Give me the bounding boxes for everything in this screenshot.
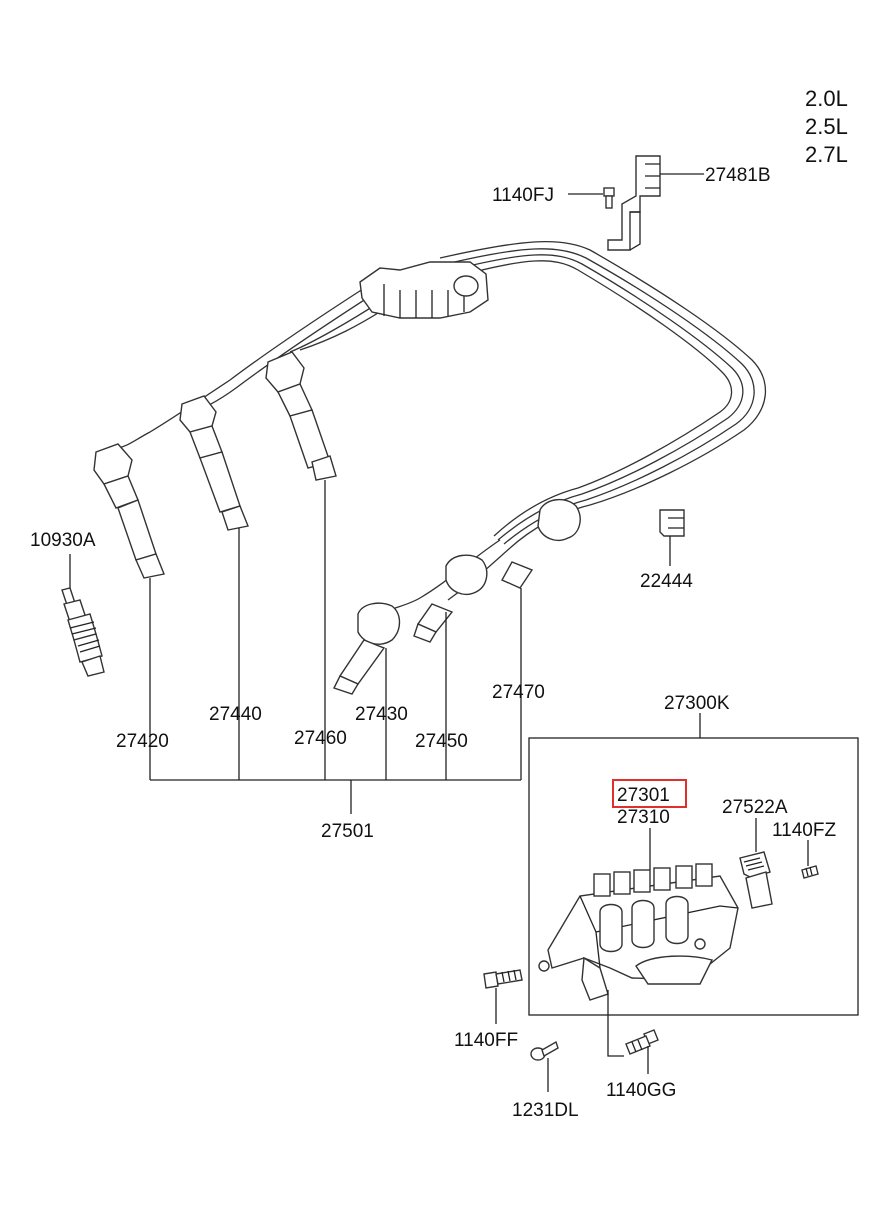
bolt-1140GG-drawing	[625, 1029, 659, 1055]
part-label-27430[interactable]: 27430	[355, 704, 408, 725]
ignition-coil-drawing	[538, 863, 739, 1001]
part-label-27450[interactable]: 27450	[415, 731, 468, 752]
part-label-27420[interactable]: 27420	[116, 731, 169, 752]
screw-1140FZ-drawing	[801, 865, 819, 879]
part-label-1140FZ[interactable]: 1140FZ	[772, 820, 836, 841]
clip-22444-drawing	[659, 509, 685, 537]
part-label-27310[interactable]: 27310	[617, 807, 670, 828]
connector-27522A-drawing	[739, 851, 773, 909]
part-label-27481B[interactable]: 27481B	[705, 165, 771, 186]
part-label-1140FF[interactable]: 1140FF	[454, 1030, 518, 1051]
part-label-27440[interactable]: 27440	[209, 704, 262, 725]
part-label-1231DL[interactable]: 1231DL	[512, 1100, 579, 1121]
ignition-wire-set-drawing	[93, 240, 766, 695]
part-label-27501[interactable]: 27501	[321, 821, 374, 842]
engine-label-2: 2.5L	[805, 114, 848, 139]
coil-assembly-box	[528, 737, 859, 1016]
part-label-27522A[interactable]: 27522A	[722, 797, 788, 818]
engine-label-3: 2.7L	[805, 142, 848, 167]
bolt-1140FF-drawing	[483, 969, 523, 989]
bolt-1140FJ-drawing	[603, 187, 615, 209]
part-label-22444[interactable]: 22444	[640, 571, 693, 592]
cable-bracket-drawing	[607, 155, 661, 251]
part-label-10930A[interactable]: 10930A	[30, 530, 96, 551]
engine-label-1: 2.0L	[805, 86, 848, 111]
screw-1231DL-drawing	[530, 1040, 559, 1061]
part-label-1140FJ[interactable]: 1140FJ	[492, 185, 554, 206]
part-label-1140GG[interactable]: 1140GG	[606, 1080, 676, 1101]
part-label-27300K[interactable]: 27300K	[664, 693, 730, 714]
highlight-box-27301	[612, 779, 687, 808]
part-label-27460[interactable]: 27460	[294, 728, 347, 749]
spark-plug-drawing	[61, 587, 105, 677]
part-label-27470[interactable]: 27470	[492, 682, 545, 703]
part-label-27301[interactable]: 27301	[617, 785, 670, 806]
